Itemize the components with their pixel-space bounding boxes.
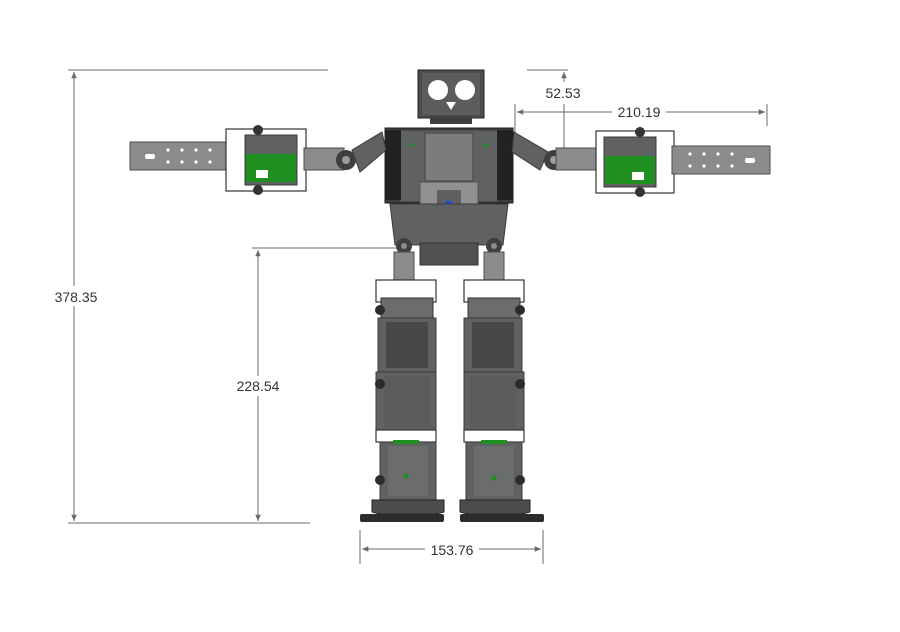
arm-extension-label: 210.19	[618, 104, 661, 120]
robot-leg-left	[360, 251, 445, 522]
dimension-foot-span: 153.76	[359, 530, 544, 564]
dimension-head-offset: 52.53	[527, 69, 581, 148]
robot-torso	[384, 127, 514, 266]
head-eye-left	[428, 80, 448, 100]
foot-span-label: 153.76	[431, 542, 474, 558]
total-height-label: 378.35	[55, 289, 98, 305]
head-eye-right	[455, 80, 475, 100]
robot-leg-right	[459, 251, 544, 522]
robot-arm-left	[129, 125, 387, 195]
dimension-hip-height: 228.54	[232, 247, 400, 521]
head-offset-label: 52.53	[545, 85, 580, 101]
robot-head	[417, 69, 485, 124]
hip-height-label: 228.54	[237, 378, 280, 394]
robot-illustration	[129, 69, 771, 522]
robot-arm-right	[511, 127, 771, 197]
dimension-arm-extension: 210.19	[514, 103, 768, 132]
dimension-total-height: 378.35	[50, 69, 328, 524]
